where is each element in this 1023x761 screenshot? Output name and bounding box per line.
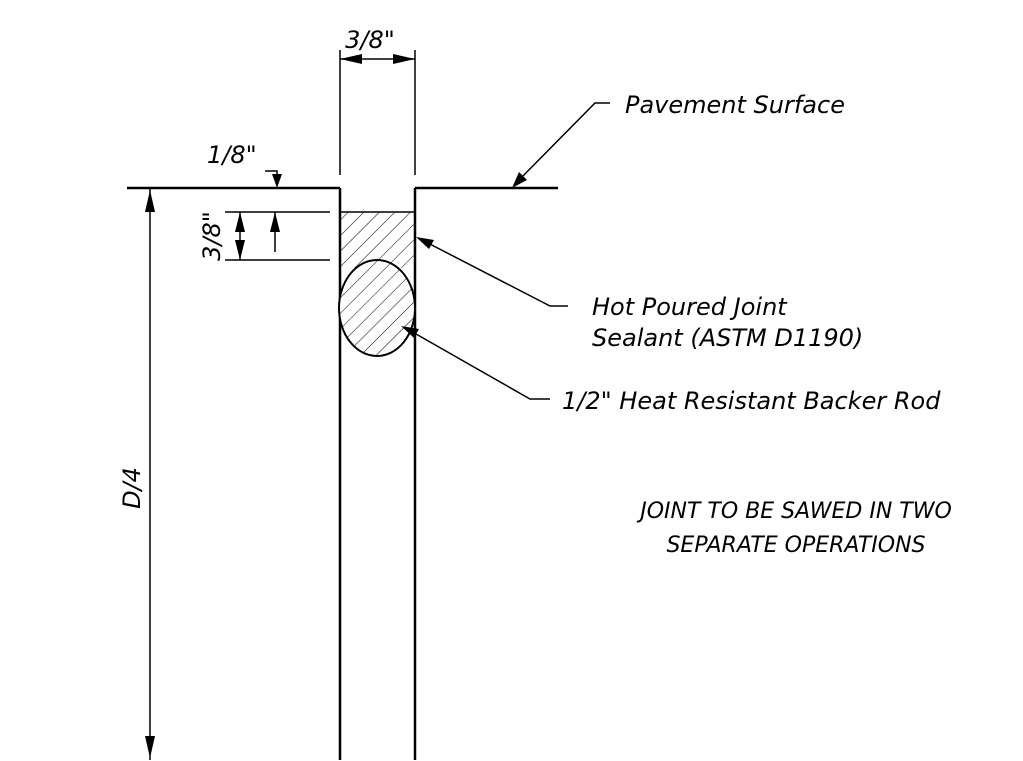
sealant-leader bbox=[416, 237, 568, 307]
sealant-label-line1: Hot Poured Joint bbox=[592, 293, 788, 321]
recess-label: 1/8" bbox=[207, 141, 257, 169]
depth-label: D/4 bbox=[118, 467, 146, 509]
recess-leader bbox=[265, 170, 282, 188]
sealant-depth-dimension bbox=[225, 211, 330, 261]
sealant-label-line2: Sealant (ASTM D1190) bbox=[592, 324, 863, 352]
note-line2: SEPARATE OPERATIONS bbox=[666, 533, 925, 558]
pavement-surface-label: Pavement Surface bbox=[625, 91, 845, 119]
pavement-surface-leader bbox=[512, 102, 610, 188]
sealant-region bbox=[340, 211, 415, 268]
depth-dimension bbox=[145, 188, 155, 760]
note-line1: JOINT TO BE SAWED IN TWO bbox=[636, 499, 952, 524]
backer-rod-label: 1/2" Heat Resistant Backer Rod bbox=[562, 387, 941, 415]
backer-rod-leader bbox=[401, 326, 550, 400]
top-width-label: 3/8" bbox=[345, 26, 395, 54]
sealant-depth-label: 3/8" bbox=[198, 211, 226, 261]
backer-rod bbox=[338, 259, 416, 357]
top-width-dimension bbox=[339, 50, 416, 175]
